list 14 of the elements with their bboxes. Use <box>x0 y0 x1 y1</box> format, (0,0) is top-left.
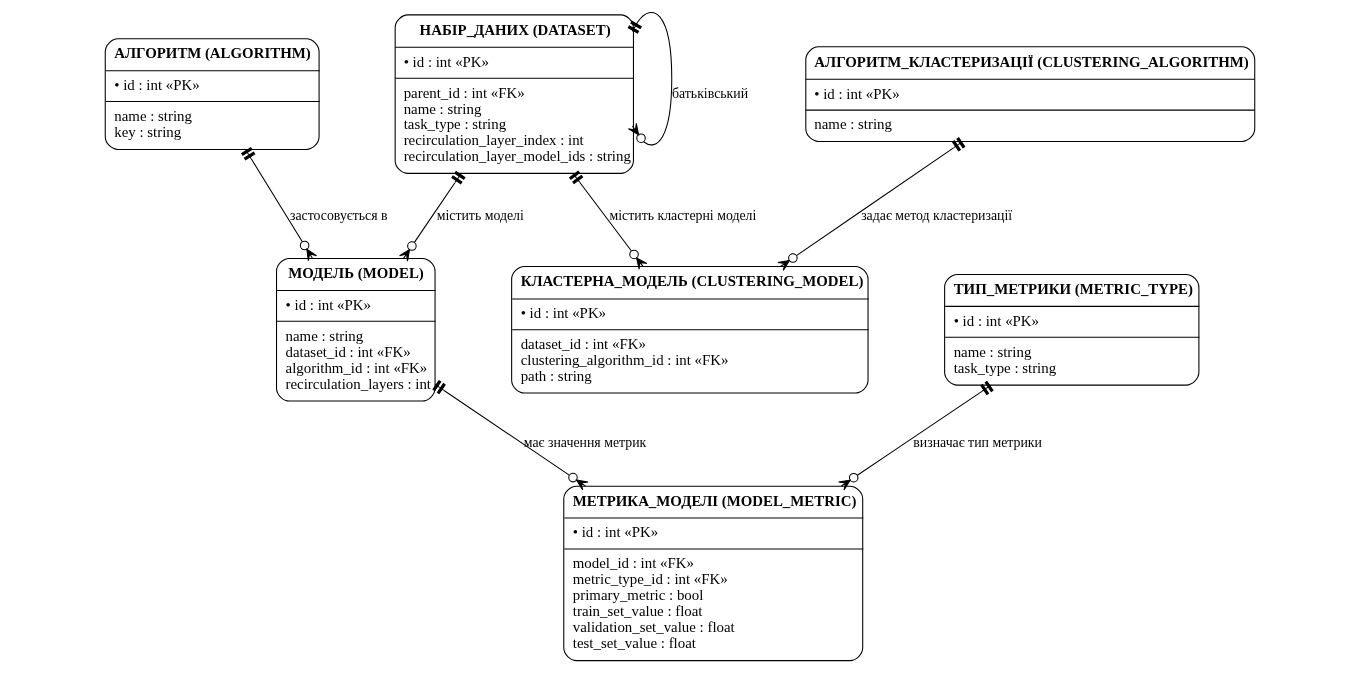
connector <box>431 379 589 491</box>
edge-label: містить моделі <box>436 207 524 223</box>
connector <box>837 380 994 491</box>
edge-label: містить кластерні моделі <box>609 207 756 223</box>
edge-label: має значення метрик <box>523 435 646 451</box>
edge-label: батьківський <box>671 85 748 101</box>
connector <box>568 170 647 270</box>
connector <box>776 137 965 271</box>
connector <box>398 170 466 262</box>
edge-label: застосовується в <box>289 207 388 223</box>
edge-label: задає метод кластеризації <box>860 207 1012 223</box>
connector <box>240 147 317 262</box>
connector <box>627 12 672 146</box>
edge-label: визначає тип метрики <box>912 435 1042 451</box>
